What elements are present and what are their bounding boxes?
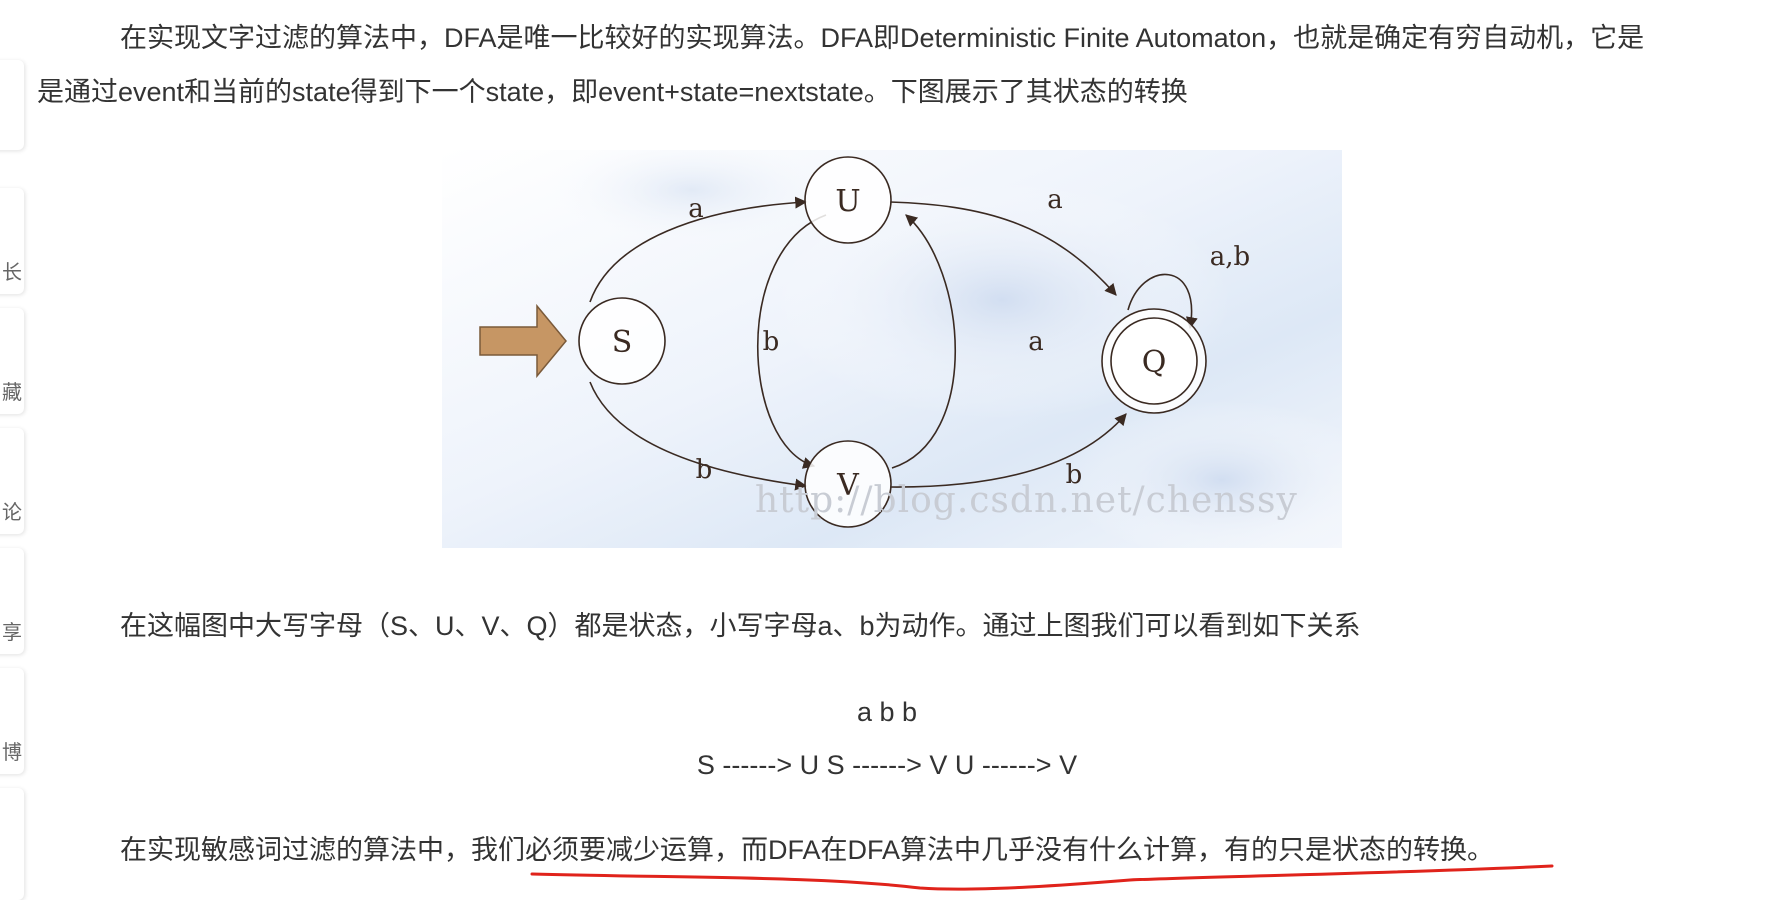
edge-u-to-v-label: b [763,327,780,357]
edge-s-to-u-label: a [688,194,704,224]
edge-s-to-v [589,381,808,491]
edge-v-to-u [891,214,956,469]
background-swirl [532,150,852,250]
edge-u-to-q [889,201,1117,296]
state-u-node [804,156,892,244]
conclusion-underlined: 必须要减少运算，而DFA在DFA算法中几乎没有什么计算，有的只是状态的转换。 [525,835,1495,865]
edge-v-to-q [889,413,1127,488]
edge-u-to-q-label: a [1047,185,1063,215]
background-swirl [1062,400,1342,548]
sidebar-tab-4[interactable]: 享 [0,548,24,654]
state-v-node [804,440,892,528]
sidebar-tab-5[interactable]: 博 [0,668,24,774]
relation-transitions: S ------> U S ------> V U ------> V [696,750,1078,780]
sidebar-tab-4-label: 享 [2,622,22,644]
state-q-label: Q [1142,345,1167,380]
edge-q-loop-label: a,b [1210,242,1250,272]
conclusion-text: 在实现敏感词过滤的算法中，我们必须要减少运算，而DFA在DFA算法中几乎没有什么… [120,832,1494,868]
edge-s-to-u [589,196,808,303]
sidebar-tab-3[interactable]: 论 [0,428,24,534]
sidebar-tab-6[interactable] [0,788,24,900]
sidebar-tab-2-label: 藏 [2,382,22,404]
intro-line-2: 是通过event和当前的state得到下一个state，即event+state… [37,77,1188,107]
sidebar-tab-0[interactable] [0,60,24,150]
edge-v-to-q-label: b [1066,460,1083,490]
edge-s-to-v-label: b [696,455,713,485]
edge-v-to-u-label: a [1028,327,1044,357]
conclusion-plain: 在实现敏感词过滤的算法中，我们 [120,835,525,865]
red-underline-stroke [530,864,1554,891]
state-u-label: U [835,184,860,219]
sidebar-tab-1[interactable]: 长 [0,188,24,294]
sidebar-tab-1-label: 长 [2,262,22,284]
edge-u-to-v [756,214,827,469]
relation-actions: a b b [856,697,918,727]
dfa-state-diagram: S U V Q a b a b a b a,b http://blog.csdn… [442,150,1342,548]
state-s-label: S [612,325,633,360]
edge-q-loop [1127,273,1198,330]
sidebar-tab-3-label: 论 [2,502,22,524]
start-arrow-icon [479,303,567,379]
intro-line-1: 在实现文字过滤的算法中，DFA是唯一比较好的实现算法。DFA即Determini… [120,23,1645,53]
sidebar-tab-2[interactable]: 藏 [0,308,24,414]
state-v-label: V [836,468,860,503]
sidebar-tab-5-label: 博 [2,742,22,764]
watermark-text: http://blog.csdn.net/chenssy [755,480,1298,521]
state-s-node [578,297,666,385]
state-q-inner-node [1110,317,1198,405]
caption-text: 在这幅图中大写字母（S、U、V、Q）都是状态，小写字母a、b为动作。通过上图我们… [120,611,1361,641]
